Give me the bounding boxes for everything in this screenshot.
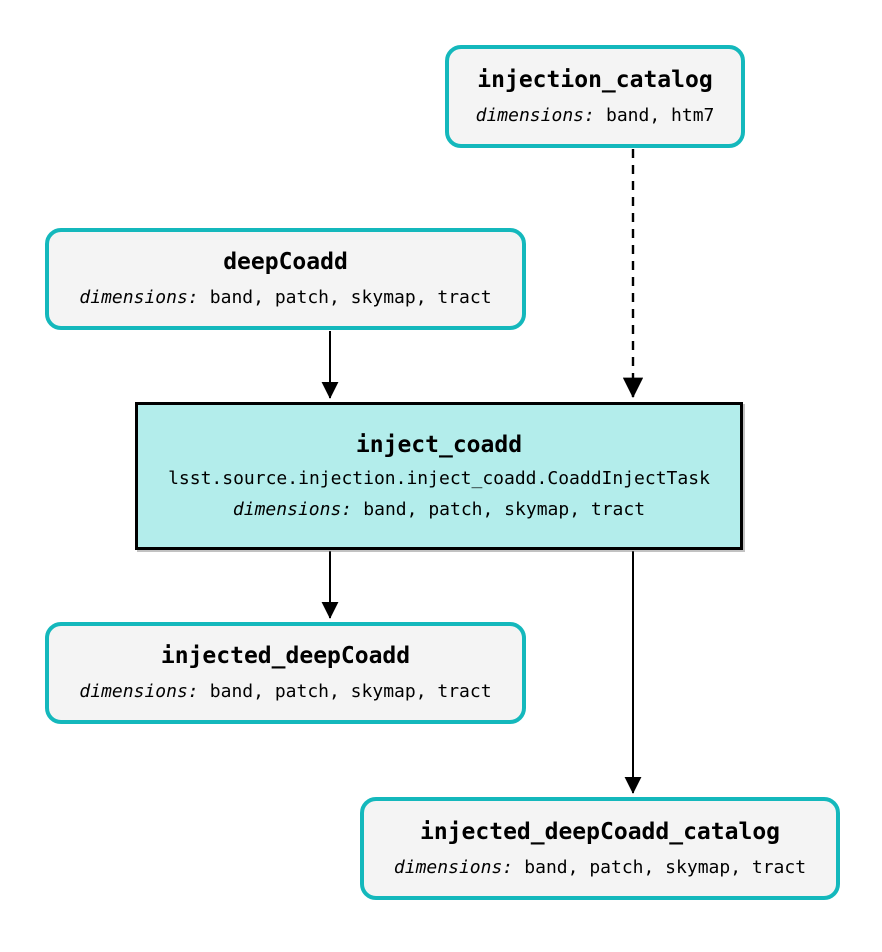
- dimensions-label: dimensions:: [232, 498, 353, 520]
- dimensions-label: dimensions:: [79, 681, 199, 702]
- dimensions-label: dimensions:: [79, 287, 199, 308]
- node-dimensions: dimensions: band, patch, skymap, tract: [393, 856, 807, 878]
- dimensions-values: band, patch, skymap, tract: [524, 856, 807, 878]
- node-injection-catalog: injection_catalog dimensions: band, htm7: [445, 45, 745, 148]
- task-class: lsst.source.injection.inject_coadd.Coadd…: [168, 467, 710, 489]
- node-dimensions: dimensions: band, patch, skymap, tract: [232, 498, 646, 520]
- dimensions-values: band, patch, skymap, tract: [363, 498, 646, 520]
- node-dimensions: dimensions: band, patch, skymap, tract: [79, 683, 491, 701]
- node-dimensions: dimensions: band, patch, skymap, tract: [79, 289, 491, 307]
- dimensions-values: band, patch, skymap, tract: [209, 681, 492, 702]
- dimensions-label: dimensions:: [393, 856, 514, 878]
- node-injected-deepcoadd: injected_deepCoadd dimensions: band, patc…: [45, 622, 526, 724]
- dimensions-label: dimensions:: [475, 104, 595, 126]
- dimensions-values: band, htm7: [606, 104, 715, 126]
- node-title: injected_deepCoadd: [160, 643, 411, 669]
- node-dimensions: dimensions: band, htm7: [475, 104, 715, 126]
- node-inject-coadd-task: inject_coadd lsst.source.injection.injec…: [135, 402, 743, 550]
- node-title: inject_coadd: [355, 431, 523, 458]
- node-injected-deepcoadd-catalog: injected_deepCoadd_catalog dimensions: ba…: [360, 797, 840, 900]
- node-title: injection_catalog: [477, 66, 713, 93]
- node-title: injected_deepCoadd_catalog: [419, 818, 781, 845]
- node-title: deepCoadd: [223, 249, 348, 275]
- node-deepcoadd: deepCoadd dimensions: band, patch, skymap…: [45, 228, 526, 330]
- dimensions-values: band, patch, skymap, tract: [209, 287, 492, 308]
